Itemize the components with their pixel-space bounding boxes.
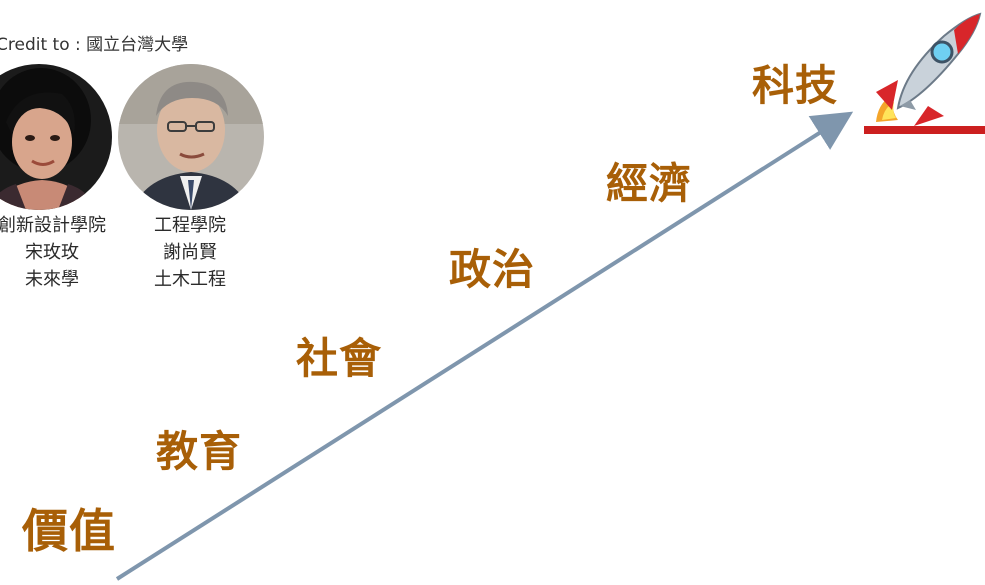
person-school: 工程學院 bbox=[154, 215, 226, 236]
portrait-image bbox=[118, 64, 264, 210]
person-caption: 創新設計學院 宋玫玫 未來學 bbox=[0, 212, 110, 293]
portrait-avatar bbox=[0, 64, 112, 210]
person-school: 創新設計學院 bbox=[0, 215, 106, 236]
stage-label-economy: 經濟 bbox=[606, 159, 693, 208]
credit-text: Credit to : 國立台灣大學 bbox=[0, 35, 189, 55]
stage-label-technology: 科技 bbox=[752, 61, 839, 110]
stage-label-society: 社會 bbox=[296, 334, 383, 383]
stage-label-value: 價值 bbox=[22, 504, 116, 558]
person-name: 宋玫玫 bbox=[25, 242, 79, 263]
person-field: 未來學 bbox=[25, 269, 79, 290]
rocket-icon bbox=[864, 12, 985, 134]
arrow-line bbox=[115, 111, 854, 581]
person-caption: 工程學院 謝尚賢 土木工程 bbox=[132, 212, 248, 293]
stage-label-education: 教育 bbox=[156, 427, 243, 476]
stage-label-politics: 政治 bbox=[449, 245, 536, 294]
person-field: 土木工程 bbox=[154, 269, 226, 290]
portrait-image bbox=[0, 64, 112, 210]
person-name: 謝尚賢 bbox=[163, 242, 217, 263]
portrait-avatar bbox=[118, 64, 264, 210]
